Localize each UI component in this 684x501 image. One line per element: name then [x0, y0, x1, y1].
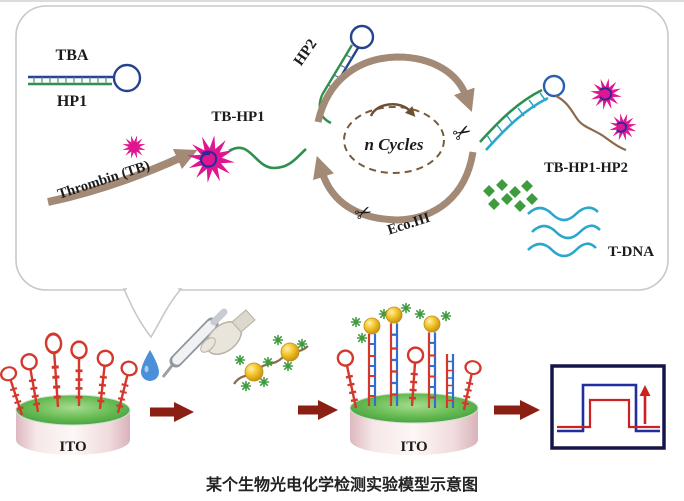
- aunp-conjugate: [233, 334, 309, 392]
- tb-hp1-hp2-complex: [479, 74, 640, 152]
- label-tb-hp1-hp2: TB-HP1-HP2: [544, 160, 628, 176]
- pipette-hand-illustration: [161, 308, 256, 378]
- speech-bubble: [15, 5, 669, 339]
- cycle-arrows: [313, 53, 477, 224]
- t-dna-strands: [527, 206, 601, 258]
- label-hp1: HP1: [57, 93, 87, 110]
- probes-middle: [335, 302, 483, 413]
- label-n-cycles: n Cycles: [364, 135, 423, 154]
- cycle-mini-arrow: [369, 103, 416, 117]
- signal-curve-blue: [557, 383, 660, 433]
- label-ito-left: ITO: [59, 439, 86, 455]
- signal-curve-red: [557, 398, 660, 429]
- tb-hp1-complex: [183, 131, 307, 187]
- figure-caption: 某个生物光电化学检测实验模型示意图: [205, 475, 478, 494]
- label-t-dna: T-DNA: [608, 244, 654, 260]
- tba-hp1-hairpin: [28, 63, 142, 93]
- label-ito-middle: ITO: [400, 439, 427, 455]
- signal-display: [550, 364, 666, 450]
- thrombin-arrow: [47, 149, 198, 206]
- cycle-dashed-ellipse: [343, 106, 445, 174]
- water-drop-icon: [141, 350, 159, 381]
- label-tba: TBA: [56, 47, 89, 64]
- label-tb-hp1: TB-HP1: [211, 109, 264, 125]
